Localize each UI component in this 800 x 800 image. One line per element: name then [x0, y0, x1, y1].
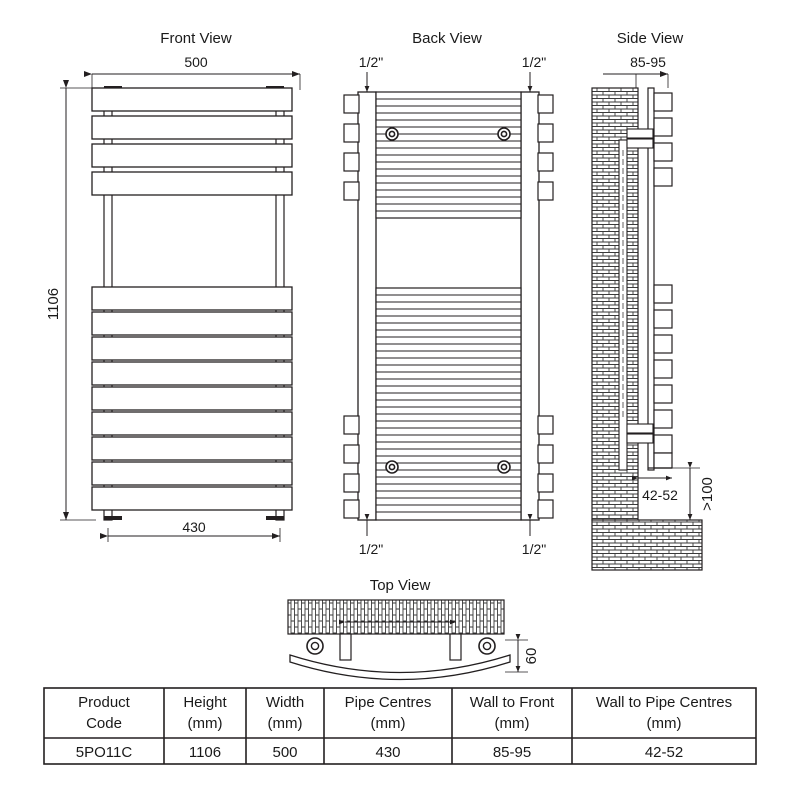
header-pipe-centres-l1: Pipe Centres [345, 694, 432, 711]
header-wall-to-front-l1: Wall to Front [470, 694, 555, 711]
back-fixing-points [385, 127, 511, 474]
back-rail-right [520, 91, 540, 521]
back-view-title: Back View [412, 30, 482, 47]
top-bracket-left [339, 633, 352, 661]
side-pipe-chase [618, 139, 628, 471]
back-top-right-pipe-label: 1/2" [522, 54, 546, 70]
cell-width: 500 [272, 744, 297, 761]
table-header-row: Product Code Height (mm) Width (mm) Pipe… [78, 694, 732, 732]
header-height-l1: Height [183, 694, 227, 711]
header-pipe-centres-l2: (mm) [371, 715, 406, 732]
top-pipe-left [306, 637, 324, 655]
front-width-dimension: 500 [84, 54, 301, 90]
cell-product-code: 5PO11C [76, 744, 133, 761]
side-wall-hatch [591, 87, 639, 521]
front-pipe-centres-dimension: 430 [100, 519, 281, 542]
front-height-value: 1106 [45, 288, 62, 320]
front-view-title: Front View [160, 30, 232, 47]
side-bar-sections-lower [653, 284, 673, 469]
back-rail-left [357, 91, 377, 521]
side-wall-to-front-dimension: 85-95 [603, 54, 669, 88]
side-wall-to-pipe-value: 42-52 [642, 487, 678, 503]
cell-pipe-centres: 430 [375, 744, 400, 761]
side-bracket-bottom-2 [626, 433, 654, 444]
spec-table: Product Code Height (mm) Width (mm) Pipe… [43, 687, 757, 765]
top-wall-hatch [287, 599, 505, 635]
top-bracket-right [449, 633, 462, 661]
back-bottom-left-pipe-label: 1/2" [359, 541, 383, 557]
side-wall-to-front-value: 85-95 [630, 54, 666, 70]
header-width-l2: (mm) [268, 715, 303, 732]
header-product-code-l2: Code [86, 715, 122, 732]
cell-height: 1106 [189, 744, 221, 761]
back-bar-band-upper [375, 91, 522, 219]
back-top-left-pipe-label: 1/2" [359, 54, 383, 70]
side-bar-sections-upper [653, 92, 673, 187]
back-bracket-tabs [343, 94, 554, 519]
top-curved-profile [289, 654, 511, 681]
side-floor-hatch [591, 519, 703, 571]
front-pipe-centres-value: 430 [182, 519, 206, 535]
front-lower-bars [91, 286, 293, 511]
front-view-group: Front View 500 1106 [45, 30, 301, 542]
front-height-dimension: 1106 [45, 80, 96, 521]
cell-wall-to-front: 85-95 [493, 744, 531, 761]
front-width-value: 500 [184, 54, 208, 70]
front-tab-bottom-right [266, 516, 284, 520]
front-tab-bottom-left [104, 516, 122, 520]
side-view-group: Side View 85-95 [591, 30, 716, 571]
header-product-code-l1: Product [78, 694, 131, 711]
top-view-title: Top View [370, 577, 431, 594]
front-upper-bars [91, 87, 293, 196]
side-bracket-top [626, 128, 654, 139]
top-depth-value: 60 [523, 648, 540, 665]
top-view-group: Top View 60 [287, 577, 540, 681]
side-bracket-top-2 [626, 138, 654, 149]
header-height-l2: (mm) [188, 715, 223, 732]
header-width-l1: Width [266, 694, 304, 711]
side-radiator-rail [647, 87, 655, 471]
header-wall-to-front-l2: (mm) [495, 715, 530, 732]
back-bottom-right-pipe-label: 1/2" [522, 541, 546, 557]
header-wall-to-pipe-centres-l2: (mm) [647, 715, 682, 732]
table-row: 5PO11C 1106 500 430 85-95 42-52 [76, 744, 683, 761]
header-wall-to-pipe-centres-l1: Wall to Pipe Centres [596, 694, 732, 711]
back-bar-band-lower [375, 287, 522, 521]
cell-wall-to-pipe-centres: 42-52 [645, 744, 683, 761]
top-pipe-right [478, 637, 496, 655]
side-view-title: Side View [617, 30, 684, 47]
side-wall-to-pipe-dimension: 42-52 [632, 475, 678, 503]
side-floor-clearance-value: >100 [699, 477, 716, 511]
side-bracket-bottom [626, 423, 654, 434]
side-floor-clearance-dimension: >100 [672, 462, 716, 521]
top-depth-dimension: 60 [505, 634, 540, 673]
back-view-group: Back View 1/2" 1/2" [343, 30, 554, 557]
